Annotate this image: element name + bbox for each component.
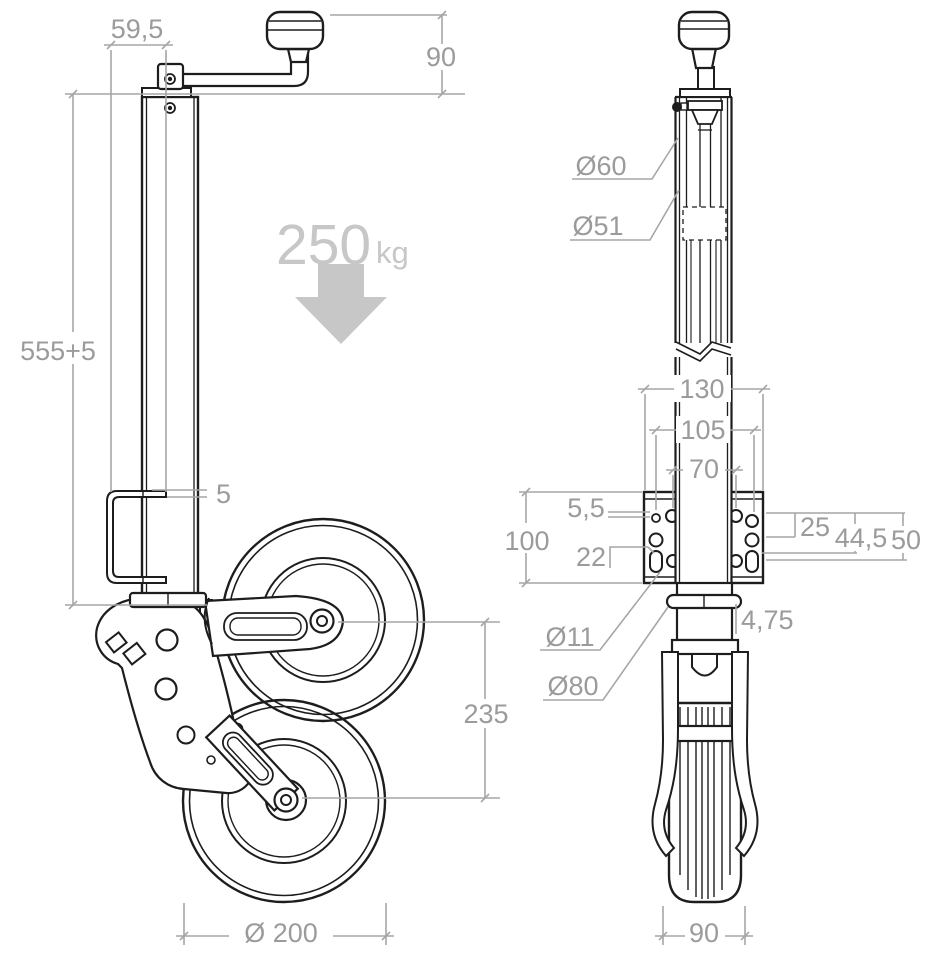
front-view-lower-assembly xyxy=(651,581,759,904)
front-view xyxy=(642,10,765,904)
dim-small-hole: 5,5 xyxy=(567,493,650,523)
dim-hole-spacing-outer: 105 xyxy=(649,415,761,512)
dim-crank-offset: 59,5 xyxy=(104,14,173,492)
dim-label: Ø51 xyxy=(572,211,623,241)
fork-cross-band xyxy=(671,724,739,743)
dim-label: Ø 200 xyxy=(244,918,318,948)
plate-hole xyxy=(745,514,759,528)
dim-wheel-center-offset: 235 xyxy=(302,617,514,803)
plate-hole xyxy=(744,532,760,548)
dim-label: 130 xyxy=(679,374,724,404)
dim-label: 5,5 xyxy=(567,493,605,523)
dim-bolt-hole-dia: Ø11 xyxy=(540,571,661,652)
dim-label: 70 xyxy=(689,454,719,484)
crank-knob xyxy=(677,10,731,51)
dim-flange-dia: Ø80 xyxy=(543,606,669,701)
load-badge: 250 kg xyxy=(276,213,409,344)
dim-label: 50 xyxy=(891,525,921,555)
dim-row-offsets: 25 44,5 50 xyxy=(762,512,926,561)
arm-lower-spring xyxy=(226,736,269,781)
dim-plate-width: 130 xyxy=(638,374,770,490)
plate-hole-small xyxy=(651,513,661,523)
load-arrow-down-icon xyxy=(295,264,387,344)
crank-stem xyxy=(690,46,718,70)
side-view-wheel-lower xyxy=(181,698,387,904)
dim-outer-tube-dia: Ø60 xyxy=(572,137,679,181)
arm-upper-hub xyxy=(309,608,335,634)
detent-tab xyxy=(691,653,718,677)
fork-leg-right xyxy=(731,651,759,858)
arm-upper-slot xyxy=(223,612,308,641)
plate-slot xyxy=(649,550,663,573)
inner-tube-hidden-box xyxy=(682,206,727,241)
front-view-wheel xyxy=(667,701,743,904)
arm-upper-spring-hook xyxy=(203,597,213,645)
dim-label: Ø80 xyxy=(547,671,598,701)
dim-label: 22 xyxy=(576,542,606,572)
dim-hole-spacing-inner: 70 xyxy=(666,454,743,508)
dim-label: 25 xyxy=(800,512,830,542)
side-view xyxy=(95,10,426,904)
arm-lower-hub xyxy=(273,787,299,813)
tube-break-line xyxy=(675,348,732,362)
plate-hole xyxy=(648,532,664,548)
dim-plate-height: 100 xyxy=(498,487,642,588)
grease-nipple xyxy=(672,102,682,112)
side-view-clamp xyxy=(106,490,167,584)
dim-label: 105 xyxy=(680,415,725,445)
side-view-arm-lower xyxy=(204,713,308,822)
dim-label: 100 xyxy=(504,526,549,556)
dim-slot-length: 22 xyxy=(576,542,655,572)
side-view-tube xyxy=(128,87,208,609)
dim-label: 5 xyxy=(216,479,231,509)
dim-label: 90 xyxy=(689,918,719,948)
dim-inner-tube-dia: Ø51 xyxy=(570,189,680,241)
dim-wheel-diameter: Ø 200 xyxy=(176,903,394,948)
front-view-tube xyxy=(672,95,734,583)
dim-label: 555+5 xyxy=(20,336,96,366)
dim-washer-thickness: 4,75 xyxy=(735,604,794,635)
crank-stem xyxy=(286,47,311,64)
dim-label: 44,5 xyxy=(835,523,888,553)
dim-tube-height: 555+5 xyxy=(12,89,207,610)
dim-label: Ø11 xyxy=(545,622,594,652)
arm-upper-spring xyxy=(229,617,302,636)
dim-crank-height: 90 xyxy=(65,10,465,99)
side-view-crank xyxy=(156,10,325,91)
swivel-band xyxy=(670,638,740,656)
spindle-nut xyxy=(687,100,723,111)
bracket-tab-1 xyxy=(104,630,129,654)
dim-label: 90 xyxy=(426,42,456,72)
tube-break-line xyxy=(675,341,732,355)
side-view-arm-upper xyxy=(203,594,345,658)
plate-slot xyxy=(745,550,759,573)
dim-label: 4,75 xyxy=(741,605,794,635)
dim-label: Ø60 xyxy=(575,151,626,181)
dim-label: 59,5 xyxy=(111,14,164,44)
dim-label: 235 xyxy=(463,699,508,729)
load-unit: kg xyxy=(376,235,409,270)
fork-leg-left xyxy=(651,651,679,858)
bracket-tab-2 xyxy=(121,641,147,666)
front-view-crank-top xyxy=(677,10,731,98)
spindle-cone xyxy=(690,109,720,125)
tube-top-cap xyxy=(679,88,731,98)
dim-wheel-width: 90 xyxy=(655,906,753,948)
inner-tube-stub xyxy=(675,581,734,642)
dimensions: 59,5 90 555+5 5 xyxy=(12,10,926,948)
crank-neck xyxy=(697,66,715,91)
dim-clamp-thickness: 5 xyxy=(152,479,231,509)
arm-lower-slot xyxy=(222,731,274,786)
